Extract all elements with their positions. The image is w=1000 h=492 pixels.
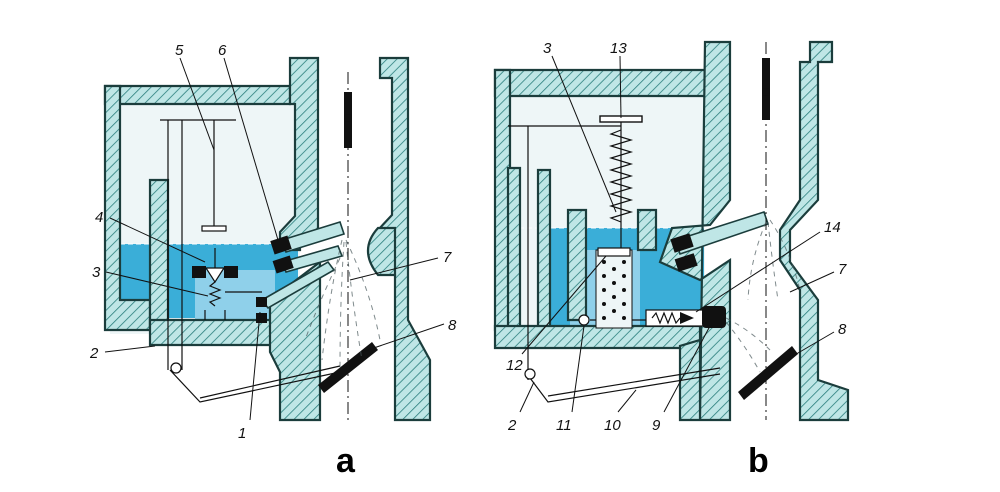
top-wall-a	[103, 84, 292, 106]
check-valve-b	[680, 312, 694, 324]
throttle-link-a-inner	[199, 365, 341, 399]
plunger-spring-b	[608, 129, 634, 223]
pivot-a	[170, 362, 182, 374]
leader-a-7	[349, 257, 439, 281]
fuel-a-well	[195, 270, 275, 320]
jet-b-upper	[670, 233, 694, 253]
label-b-9: 9	[652, 417, 661, 434]
spray-a-3	[345, 241, 363, 361]
well-wall-left-b	[566, 208, 588, 322]
label-a-7: 7	[443, 249, 452, 266]
spring-14	[651, 311, 681, 325]
spring-3-a	[208, 281, 222, 307]
label-a-8: 8	[448, 317, 457, 334]
pump-cylinder-b-left	[506, 166, 522, 336]
spray-b-5	[725, 321, 761, 373]
label-a-1: 1	[238, 425, 246, 442]
jet-6-lower	[272, 255, 294, 274]
jet-1-lower	[256, 313, 267, 323]
caption-b: b	[748, 442, 769, 480]
label-b-13: 13	[610, 40, 627, 57]
spray-a-5	[304, 257, 341, 341]
lever-10-inner	[547, 367, 721, 397]
leader-b-10	[617, 389, 637, 413]
spray-b-4	[725, 317, 771, 351]
bottom-floor-b	[493, 324, 702, 350]
jet-b-lower	[674, 253, 698, 272]
label-b-3: 3	[543, 40, 552, 57]
leader-b-9	[663, 325, 711, 413]
leader-b-8	[785, 331, 835, 361]
pump-cylinder-b-right	[536, 168, 552, 336]
leader-a-3	[105, 271, 209, 297]
well-wall-right-b	[636, 208, 658, 252]
lever-10	[529, 373, 721, 403]
valve-seat-right-a	[224, 266, 238, 278]
valve-seat-left-a	[192, 266, 206, 278]
label-b-11: 11	[556, 417, 572, 434]
pivot-b	[524, 368, 536, 380]
spray-b-1	[747, 221, 767, 301]
label-b-14: 14	[824, 219, 841, 236]
spray-a-1	[321, 239, 343, 361]
top-wall-b	[493, 68, 707, 98]
piston-well-dots	[602, 260, 626, 320]
label-a-3: 3	[92, 264, 101, 281]
leader-a-8	[361, 323, 445, 353]
label-b-10: 10	[604, 417, 621, 434]
label-b-12: 12	[506, 357, 523, 374]
venturi-a	[366, 226, 397, 277]
label-b-2: 2	[507, 417, 517, 434]
leader-b-14	[695, 231, 821, 313]
leader-b-11	[571, 325, 585, 413]
label-a-2: 2	[89, 345, 99, 362]
piston-5	[201, 225, 227, 232]
pump-nozzle-9	[702, 306, 726, 328]
label-b-7: 7	[838, 261, 847, 278]
panel-a: 5 6 4 3 2 1 7 8 a	[89, 42, 457, 480]
leader-a-4	[109, 217, 206, 263]
choke-pivot-a	[344, 114, 352, 122]
caption-a: a	[336, 442, 356, 480]
leader-a-5	[179, 57, 215, 151]
leader-b-3	[551, 55, 617, 213]
pump-cylinder-a	[148, 178, 170, 332]
panel-b: 3 13 14 7 8 12 2 11 10 9 b	[493, 40, 850, 480]
choke-pivot-b	[762, 88, 770, 96]
leader-a-1	[249, 311, 261, 421]
jet-1-upper	[256, 297, 267, 307]
piston-12	[597, 247, 631, 257]
throttle-valve-8-b	[738, 346, 798, 400]
spray-b-2	[767, 221, 779, 301]
throat-right-b	[778, 40, 850, 422]
throttle-valve-8-a	[318, 342, 378, 393]
leader-b-12	[521, 255, 607, 355]
leader-b-2	[519, 381, 535, 413]
label-a-4: 4	[95, 209, 103, 226]
jet-6-upper	[270, 235, 292, 255]
leader-a-6	[223, 57, 279, 241]
leader-b-7	[789, 271, 835, 293]
spray-a-4	[345, 239, 381, 341]
label-b-8: 8	[838, 321, 847, 338]
leader-b-13	[619, 55, 622, 119]
throttle-link-a	[169, 369, 341, 403]
check-valve-11	[578, 314, 590, 326]
spray-a-2	[339, 241, 345, 371]
label-a-5: 5	[175, 42, 184, 59]
leader-a-2	[104, 345, 156, 353]
spring-housing-a	[204, 310, 226, 320]
label-a-6: 6	[218, 42, 227, 59]
